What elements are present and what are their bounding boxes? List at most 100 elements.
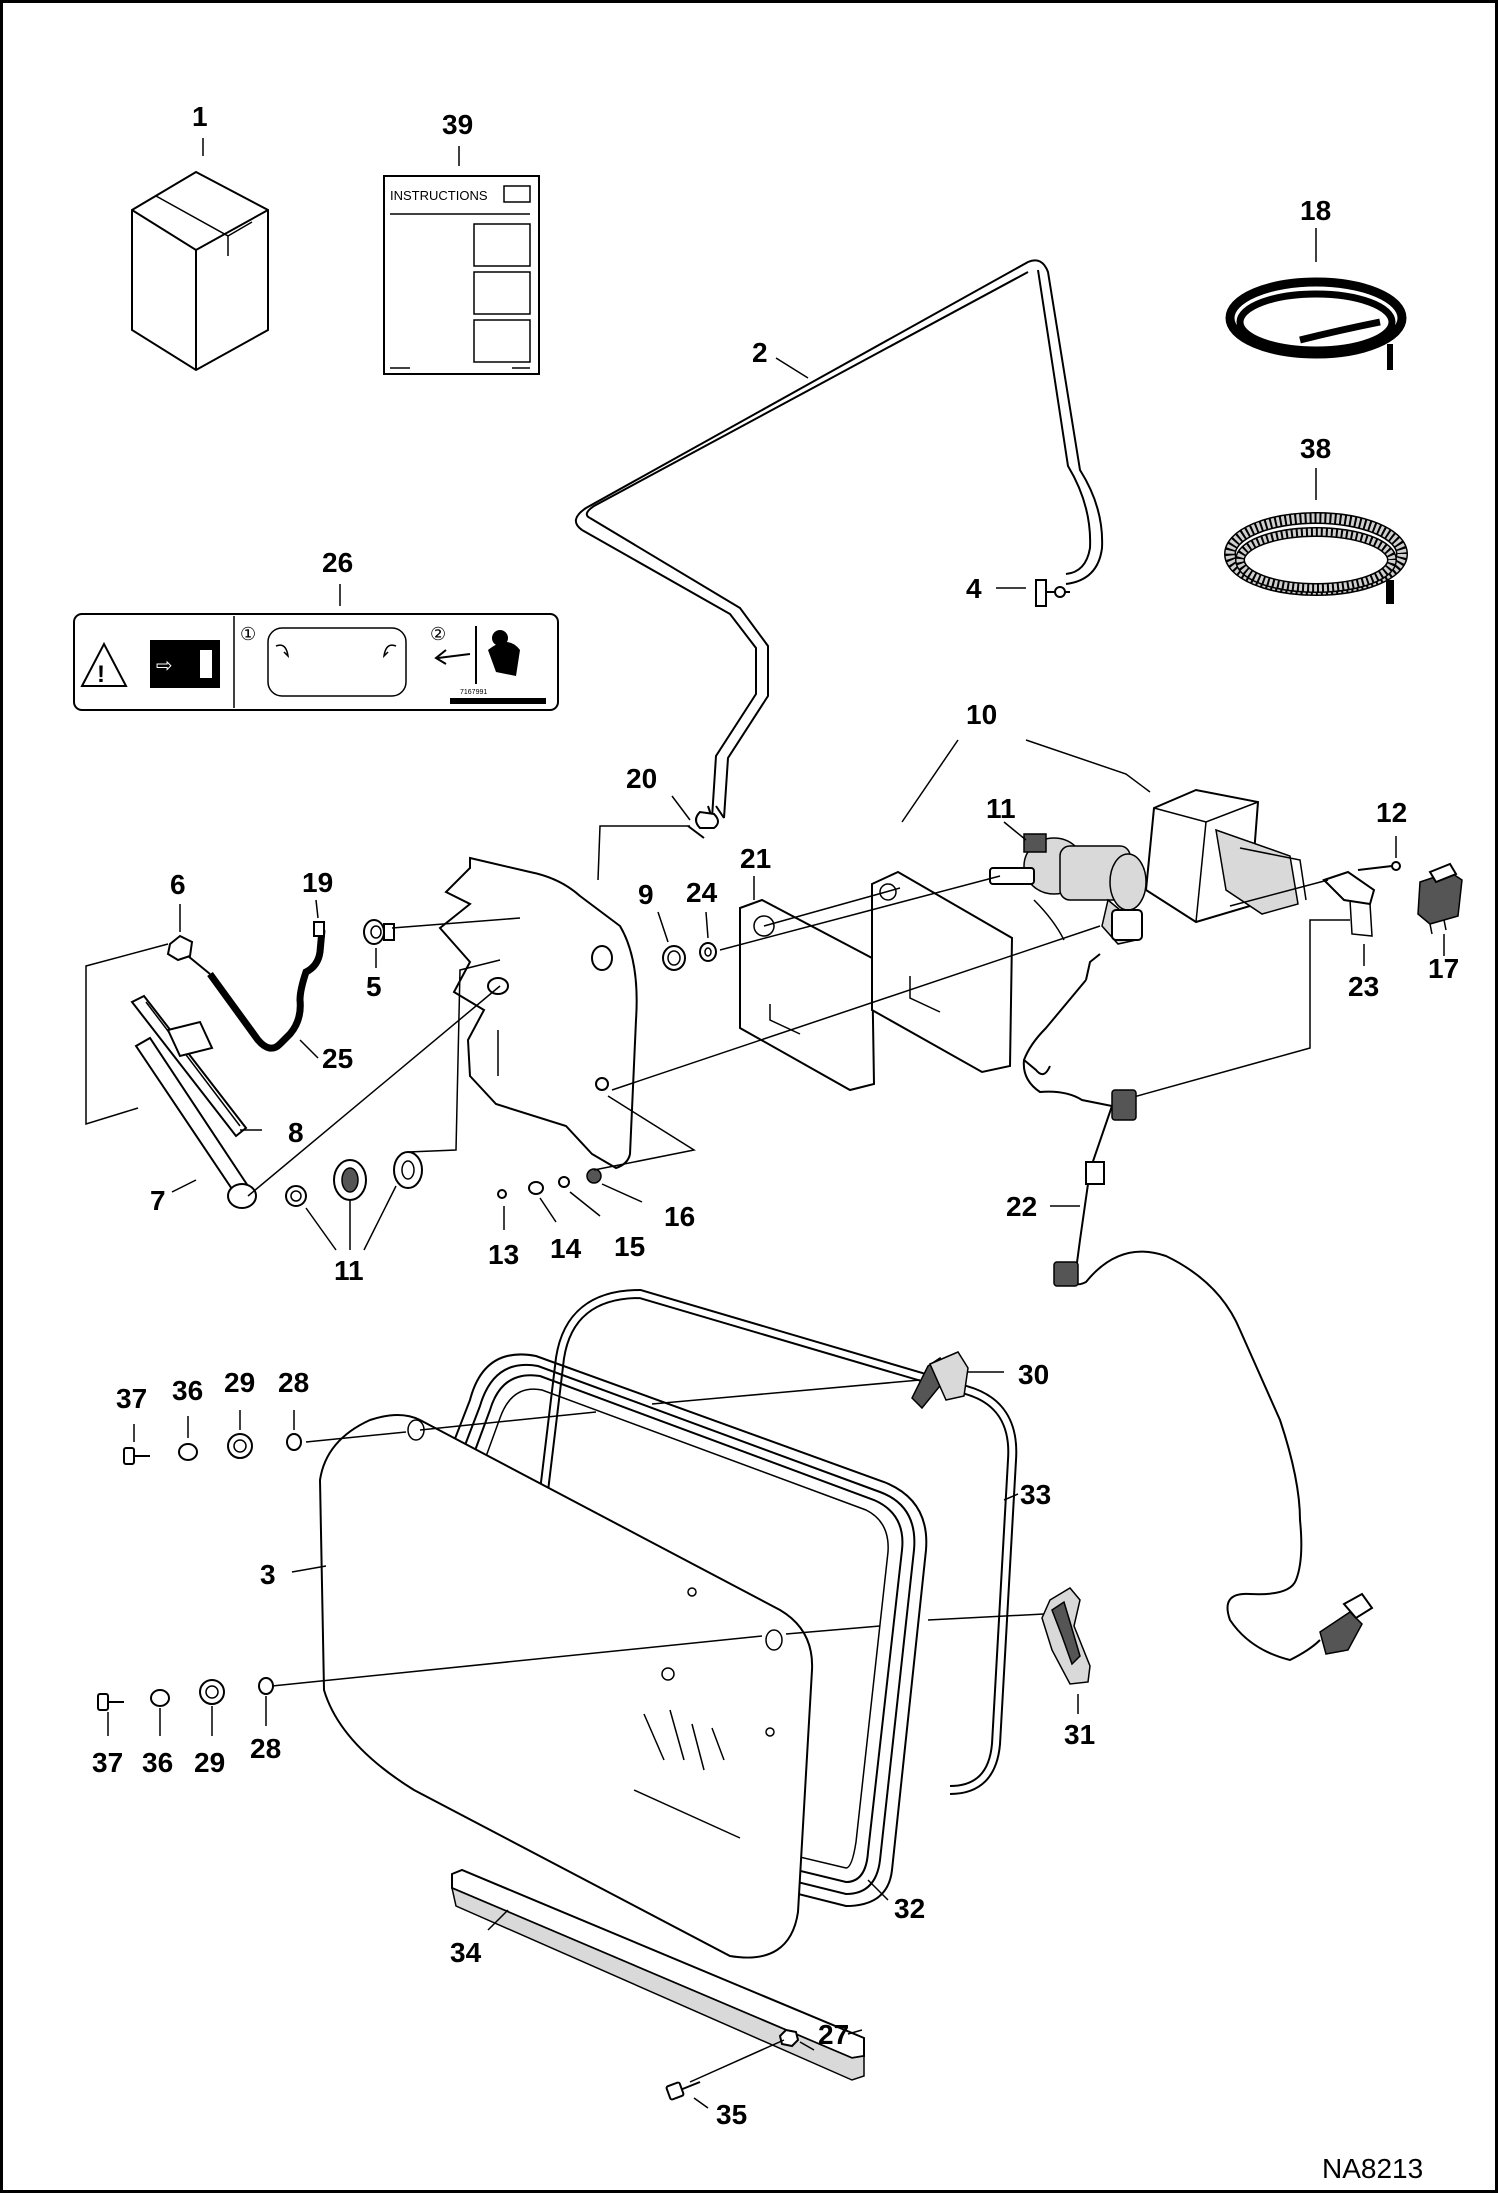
part-27-nut (778, 2028, 800, 2048)
callout-38: 38 (1300, 433, 1331, 464)
part-11-motor (989, 833, 1147, 945)
axis-upper (305, 1431, 407, 1443)
callout-20: 20 (626, 763, 657, 794)
upper-fasteners (123, 1433, 302, 1465)
leader-16 (601, 1183, 643, 1203)
decal-part-number: 7167991 (460, 689, 487, 696)
leader-32 (867, 1879, 889, 1901)
callout-2: 2 (752, 337, 768, 368)
callout-36-upper: 36 (172, 1375, 203, 1406)
leader-34 (487, 1909, 509, 1931)
callout-21: 21 (740, 843, 771, 874)
callout-12: 12 (1376, 797, 1407, 828)
part-20-fitting (687, 805, 725, 839)
part-31-handle (1041, 1587, 1091, 1685)
callout-16: 16 (664, 1201, 695, 1232)
callout-18: 18 (1300, 195, 1331, 226)
leader-11c (363, 1185, 397, 1251)
leader-33 (1003, 1493, 1019, 1501)
axis-upper-3 (651, 1379, 921, 1405)
axis-lower-3 (927, 1613, 1045, 1621)
axis-lower (271, 1635, 763, 1687)
callout-17: 17 (1428, 953, 1459, 984)
axis-line-1 (247, 985, 501, 1197)
callout-26: 26 (322, 547, 353, 578)
axis-upper-2 (419, 1411, 597, 1431)
leader-10b (901, 739, 959, 823)
part-34-trim (450, 1868, 865, 2081)
leader-24 (705, 911, 709, 939)
callout-28-lower: 28 (250, 1733, 281, 1764)
leader-3 (291, 1565, 327, 1573)
part-23-bracket (1322, 870, 1376, 937)
callout-10: 10 (966, 699, 997, 730)
leader-23-line (1129, 919, 1350, 1099)
part-21-plate (739, 898, 876, 1092)
callout-28-upper: 28 (278, 1367, 309, 1398)
callout-22: 22 (1006, 1191, 1037, 1222)
leader-15 (569, 1191, 601, 1217)
instructions-title: INSTRUCTIONS (390, 188, 488, 203)
part-10-bracket (871, 870, 1014, 1074)
callout-25: 25 (322, 1043, 353, 1074)
decal-step-1: ① (240, 624, 256, 644)
callout-14: 14 (550, 1233, 582, 1264)
leader-20 (671, 795, 691, 821)
part-17-switch (1417, 862, 1463, 935)
axis-line-5 (763, 887, 901, 927)
part-39-instructions: INSTRUCTIONS (383, 175, 540, 375)
callout-13: 13 (488, 1239, 519, 1270)
part-30-latch (911, 1351, 969, 1410)
leader-7 (171, 1179, 197, 1193)
callout-34: 34 (450, 1937, 482, 1968)
part-8-blade (130, 994, 248, 1138)
leader-20-line (597, 825, 690, 881)
callout-4: 4 (966, 573, 982, 604)
callout-24: 24 (686, 877, 718, 908)
part-6-nozzle (166, 934, 211, 975)
axis-line-4 (719, 875, 1001, 951)
part-25-hose (207, 921, 326, 1052)
svg-text:!: ! (97, 661, 105, 688)
axis-lower-2 (785, 1625, 881, 1635)
leader-19 (315, 899, 319, 919)
part-33-seal (529, 1288, 1018, 1795)
part-38-hose (1224, 512, 1408, 604)
axis-line-6 (1229, 879, 1329, 907)
decal-step-2: ② (430, 624, 446, 644)
callout-7: 7 (150, 1185, 166, 1216)
part-12-screw (1357, 861, 1401, 871)
axis-line-3 (611, 925, 1101, 1091)
callout-3: 3 (260, 1559, 276, 1590)
part-5-nut (363, 919, 395, 945)
callout-32: 32 (894, 1893, 925, 1924)
leader-hardware (593, 1095, 696, 1171)
callout-33: 33 (1020, 1479, 1051, 1510)
callout-27: 27 (818, 2019, 849, 2050)
leader-11-motor (1003, 821, 1027, 841)
callout-30: 30 (1018, 1359, 1049, 1390)
callout-19: 19 (302, 867, 333, 898)
svg-text:⇨: ⇨ (156, 655, 173, 677)
callout-11: 11 (334, 1255, 364, 1286)
part-11-spacers (285, 1151, 423, 1207)
callout-39: 39 (442, 109, 473, 140)
callout-8: 8 (288, 1117, 304, 1148)
leader-11a (305, 1207, 337, 1251)
callout-29-lower: 29 (194, 1747, 225, 1778)
part-10-cover (1144, 788, 1307, 924)
callout-1: 1 (192, 101, 208, 132)
reference-code: NA8213 (1322, 2153, 1423, 2184)
part-9-bushing (662, 945, 686, 971)
callout-11-motor: 11 (986, 793, 1016, 824)
part-3-glass (318, 1414, 814, 1959)
leader-27 (799, 2041, 815, 2051)
cab-panel (438, 856, 638, 1170)
callout-6: 6 (170, 869, 186, 900)
callout-15: 15 (614, 1231, 645, 1262)
leader-11-axis (407, 959, 501, 1153)
part-7-arm (134, 1036, 257, 1209)
callout-29-upper: 29 (224, 1367, 255, 1398)
callout-5: 5 (366, 971, 382, 1002)
